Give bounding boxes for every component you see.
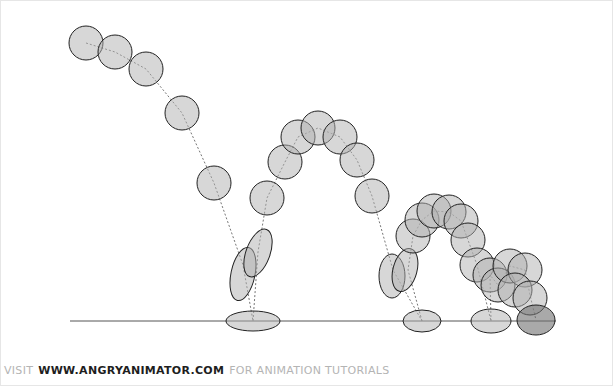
watermark-text: VISIT [4, 364, 33, 378]
ball-frames [69, 26, 555, 335]
watermark: VISIT WWW.ANGRYANIMATOR.COM FOR ANIMATION … [4, 364, 389, 378]
arc-path [86, 43, 536, 321]
watermark-text: FOR ANIMATION TUTORIALS [229, 364, 389, 378]
watermark-text: WWW.ANGRYANIMATOR.COM [38, 364, 224, 378]
